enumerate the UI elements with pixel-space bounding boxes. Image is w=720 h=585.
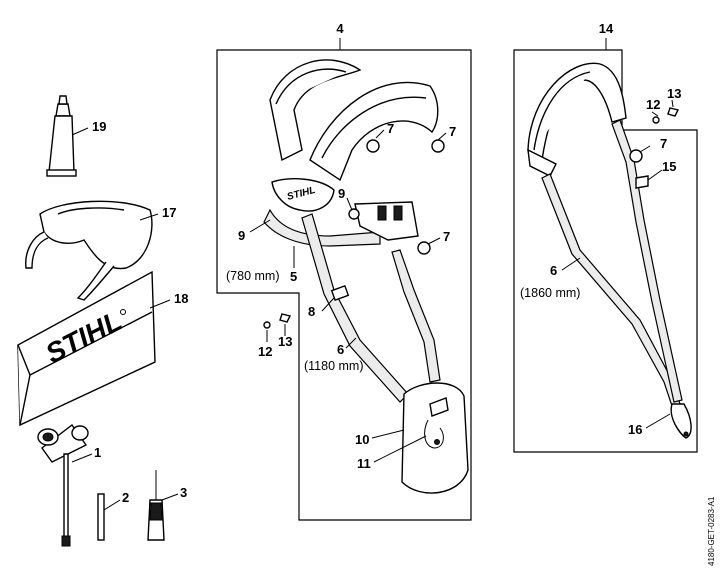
- callout-7-strap: 7: [660, 136, 667, 151]
- shoulder-strap-length: (1860 mm): [520, 286, 580, 300]
- pin-tool: [97, 493, 105, 541]
- callout-16: 16: [628, 422, 642, 437]
- callout-10: 10: [355, 432, 369, 447]
- callout-7-harness-c: 7: [443, 229, 450, 244]
- callout-13-strap: 13: [667, 86, 681, 101]
- callout-12-left: 12: [258, 344, 272, 359]
- callout-3: 3: [180, 485, 187, 500]
- callout-17: 17: [162, 205, 176, 220]
- callout-9-harness-b: 9: [338, 186, 345, 201]
- callout-7-harness-a: 7: [387, 121, 394, 136]
- callout-18: 18: [174, 291, 188, 306]
- callout-7-harness-b: 7: [449, 124, 456, 139]
- callout-6-harness: 6: [337, 342, 344, 357]
- fasteners-left: [263, 313, 292, 329]
- screwdriver: [147, 470, 165, 541]
- callout-12-strap: 12: [646, 97, 660, 112]
- shoulder-strap-group-frame: [513, 49, 698, 453]
- callout-11: 11: [357, 456, 371, 471]
- callout-9-harness-a: 9: [238, 228, 245, 243]
- shoulder-strap-group-number: 14: [599, 21, 614, 36]
- callout-1: 1: [94, 445, 101, 460]
- protective-glasses: [25, 200, 153, 301]
- grease-tube: [46, 95, 77, 177]
- callout-8: 8: [308, 304, 315, 319]
- reference-code: 4180-GET-0283-A1: [707, 496, 716, 566]
- full-harness: STIHL: [263, 59, 469, 494]
- combination-wrench: [37, 423, 89, 547]
- callout-2: 2: [122, 490, 129, 505]
- harness-group-number: 4: [336, 21, 344, 36]
- shoulder-strap: [527, 62, 692, 439]
- harness-group-frame: [216, 49, 472, 521]
- callout-19: 19: [92, 119, 106, 134]
- callout-15: 15: [662, 159, 676, 174]
- waist-belt-length: (780 mm): [226, 269, 279, 283]
- callout-6-strap: 6: [550, 263, 557, 278]
- harness-strap-length: (1180 mm): [304, 359, 364, 373]
- callout-5: 5: [290, 269, 297, 284]
- callout-13-left: 13: [278, 334, 292, 349]
